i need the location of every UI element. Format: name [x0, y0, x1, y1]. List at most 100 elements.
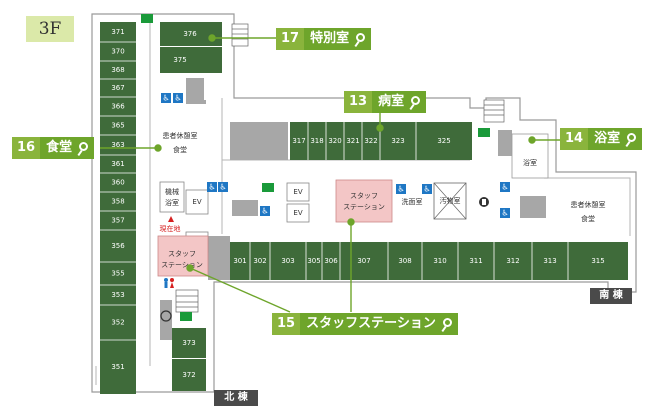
- room-358: 358: [111, 198, 124, 206]
- floor-indicator: 3F: [26, 16, 74, 42]
- info-pin-icon: [442, 318, 452, 327]
- callout-number: 16: [12, 137, 41, 159]
- room-301: 301: [233, 257, 246, 265]
- svg-text:♿: ♿: [501, 183, 508, 192]
- callout-label: スタッフステーション: [300, 313, 458, 335]
- lounge-north-label-2: 食堂: [173, 145, 187, 154]
- room-366: 366: [111, 103, 125, 111]
- middle-row-rooms: 317 318 320 321 322 323 325: [290, 122, 472, 160]
- callout-number: 13: [344, 91, 373, 113]
- info-pin-icon: [627, 133, 637, 142]
- svg-text:♿: ♿: [162, 94, 169, 103]
- room-318: 318: [310, 137, 323, 145]
- room-357: 357: [111, 217, 124, 225]
- room-306: 306: [324, 257, 338, 265]
- room-368: 368: [111, 66, 124, 74]
- svg-text:♿: ♿: [501, 209, 508, 218]
- info-pin-icon: [356, 33, 366, 42]
- pantry-label: 汚物室: [440, 196, 461, 205]
- north-wing-label: 北 棟: [214, 390, 258, 406]
- callout-staff-station[interactable]: 15 スタッフステーション: [272, 313, 458, 335]
- room-365: 365: [111, 122, 124, 130]
- callout-number: 17: [276, 28, 305, 50]
- callout-bath[interactable]: 14 浴室: [560, 128, 643, 150]
- elevator-label-4: EV: [293, 209, 302, 217]
- restroom-icon: [164, 197, 489, 288]
- elevator-label-3: EV: [293, 188, 302, 196]
- room-323: 323: [391, 137, 404, 145]
- room-311: 311: [469, 257, 482, 265]
- room-322: 322: [364, 137, 377, 145]
- room-355: 355: [111, 270, 124, 278]
- current-location-label: 現在地: [160, 224, 181, 233]
- room-307: 307: [357, 257, 370, 265]
- service-areas: [160, 78, 546, 340]
- room-325: 325: [437, 137, 450, 145]
- elevator-label: EV: [192, 198, 201, 206]
- room-302: 302: [253, 257, 266, 265]
- room-356: 356: [111, 242, 125, 250]
- current-location: 現在地: [160, 216, 181, 233]
- room-320: 320: [328, 137, 341, 145]
- room-321: 321: [346, 137, 359, 145]
- svg-text:♿: ♿: [208, 183, 215, 192]
- room-360: 360: [111, 179, 124, 187]
- room-351: 351: [111, 363, 124, 371]
- svg-text:♿: ♿: [174, 94, 181, 103]
- room-353: 353: [111, 291, 124, 299]
- callout-number: 14: [560, 128, 589, 150]
- callout-label: 浴室: [588, 128, 643, 150]
- room-310: 310: [433, 257, 446, 265]
- machine-bath-label-2: 浴室: [165, 198, 179, 207]
- room-370: 370: [111, 48, 124, 56]
- callout-leaders: [100, 34, 560, 313]
- bottom-row-rooms: 301 302 303 305 306 307 308 310 311 312 313 315: [230, 242, 628, 280]
- svg-text:♿: ♿: [261, 207, 268, 216]
- staff-north-label-2: ステーション: [161, 261, 203, 269]
- room-361: 361: [111, 160, 124, 168]
- corridor-lines: [95, 22, 631, 385]
- laundry-label: 洗面室: [402, 197, 423, 206]
- info-pin-icon: [79, 142, 89, 151]
- staff-stations: スタッフ ステーション スタッフ ステーション 洗面室 汚物室: [157, 179, 467, 277]
- lounge-south-label-2: 食堂: [581, 214, 595, 223]
- room-317: 317: [292, 137, 305, 145]
- info-pin-icon: [411, 96, 421, 105]
- room-313: 313: [543, 257, 556, 265]
- staff-south-label-2: ステーション: [343, 203, 385, 211]
- west-column-rooms: 371 370 368 367 366 365 363 361 360 358 357 356 355 3…: [100, 22, 136, 394]
- callout-number: 15: [272, 313, 301, 335]
- room-305: 305: [307, 257, 320, 265]
- svg-text:♿: ♿: [219, 183, 226, 192]
- machine-bath-label: 機械: [165, 187, 179, 196]
- room-352: 352: [111, 319, 124, 327]
- room-363: 363: [111, 141, 124, 149]
- north-block: 376 375 373 372: [160, 22, 222, 391]
- bath-room-label: 浴室: [523, 158, 537, 167]
- lounge-south-label: 患者休憩室: [571, 200, 606, 209]
- room-312: 312: [506, 257, 519, 265]
- callout-special-room[interactable]: 17 特別室: [276, 28, 372, 50]
- emergency-exit-icon: [141, 14, 490, 322]
- room-375: 375: [173, 56, 186, 64]
- staff-south-label: スタッフ: [350, 191, 378, 200]
- svg-text:♿: ♿: [423, 185, 430, 194]
- staff-north-label: スタッフ: [168, 249, 196, 258]
- room-308: 308: [398, 257, 411, 265]
- room-371: 371: [111, 28, 124, 36]
- callout-label: 特別室: [304, 28, 372, 50]
- lounge-north-label: 患者休憩室: [163, 131, 198, 140]
- room-303: 303: [281, 257, 294, 265]
- callout-patient-room[interactable]: 13 病室: [344, 91, 427, 113]
- south-wing-label: 南 棟: [590, 288, 632, 304]
- svg-text:♿: ♿: [397, 185, 404, 194]
- wheelchair-icon: ♿ ♿ ♿ ♿ ♿ ♿ ♿ ♿ ♿: [161, 93, 510, 218]
- callout-label: 病室: [372, 91, 427, 113]
- room-373: 373: [182, 339, 195, 347]
- room-376: 376: [183, 30, 197, 38]
- room-372: 372: [182, 371, 195, 379]
- room-367: 367: [111, 84, 124, 92]
- callout-dining[interactable]: 16 食堂: [12, 137, 95, 159]
- room-315: 315: [591, 257, 604, 265]
